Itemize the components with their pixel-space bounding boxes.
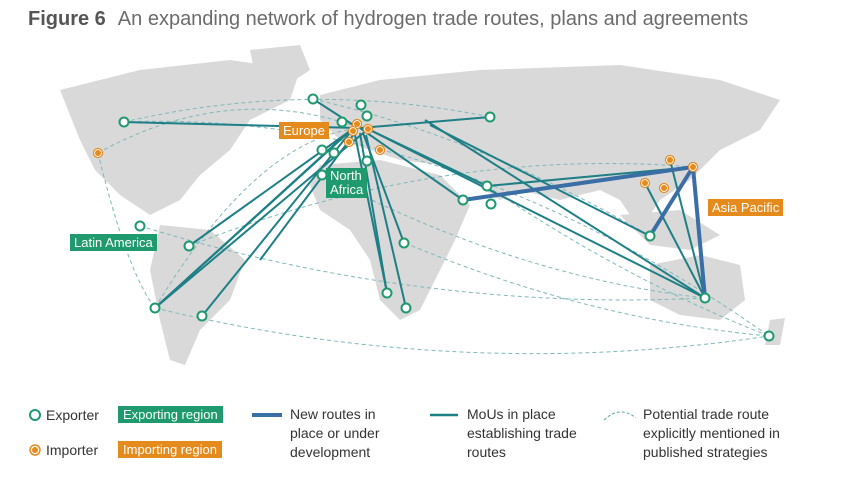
mou-route — [424, 119, 706, 299]
exporter-node — [484, 111, 496, 123]
exporter-node — [118, 116, 130, 128]
figure-title: Figure 6 An expanding network of hydrogen… — [28, 8, 748, 31]
exporter-node — [398, 237, 410, 249]
exporter-node — [307, 93, 319, 105]
exporter-node — [485, 198, 497, 210]
mou-route — [354, 134, 388, 294]
land-masses — [60, 45, 785, 365]
exporter-node — [644, 230, 656, 242]
mou-route — [359, 116, 491, 129]
exporter-node — [149, 302, 161, 314]
greenland — [250, 45, 310, 90]
importer-node-dot — [690, 164, 696, 170]
legend-importer: Importer — [46, 442, 99, 458]
mou-route — [362, 132, 405, 244]
exporter-node — [183, 240, 195, 252]
exporter-node — [481, 180, 493, 192]
exporter-node — [400, 302, 412, 314]
importer-node-dot — [365, 126, 371, 132]
mou-route — [365, 134, 407, 309]
region-label-latin-america: Latin America — [70, 234, 157, 251]
exporter-node — [336, 116, 348, 128]
exporter-node — [457, 194, 469, 206]
mou-route — [312, 98, 359, 129]
new-route — [648, 165, 695, 238]
mou-route — [669, 159, 706, 299]
exporter-node — [361, 110, 373, 122]
exporter-node — [763, 330, 775, 342]
exporter-node — [355, 99, 367, 111]
new-route — [691, 166, 707, 299]
region-label-europe: Europe — [279, 122, 329, 139]
exporter-node — [316, 144, 328, 156]
north-america — [60, 60, 300, 215]
importer-node-dot — [95, 150, 101, 156]
mou-route — [259, 129, 358, 261]
potential-route-icon — [603, 411, 637, 421]
potential-route — [404, 242, 770, 337]
legend-potential: Potential trade route explicitly mention… — [643, 406, 780, 460]
potential-route — [154, 127, 361, 309]
exporter-node — [361, 155, 373, 167]
region-label-asia-pacific: Asia Pacific — [708, 199, 784, 216]
exporter-node — [134, 220, 146, 232]
potential-route — [486, 185, 770, 337]
importer-node-dot — [642, 180, 648, 186]
mou-route — [644, 182, 706, 299]
importer-icon — [29, 444, 41, 456]
figure-caption: An expanding network of hydrogen trade r… — [117, 8, 749, 30]
mou-route — [359, 127, 464, 201]
new-route — [462, 165, 694, 202]
potential-route — [97, 108, 361, 154]
importer-node-dot — [667, 157, 673, 163]
legend-importing-region: Importing region — [118, 441, 222, 458]
exporter-node — [328, 147, 340, 159]
potential-route — [312, 98, 651, 237]
legend-exporter: Exporter — [46, 407, 99, 423]
potential-route — [123, 98, 491, 123]
region-label-north-africa: North Africa — [326, 168, 368, 198]
mou-route — [367, 128, 706, 299]
mou-route — [154, 128, 369, 309]
potential-route — [123, 120, 770, 337]
exporter-icon — [29, 409, 41, 421]
exporter-node — [196, 310, 208, 322]
exporter-node — [381, 287, 393, 299]
potential-route — [139, 225, 706, 301]
legend-mous: MoUs in place establishing trade routes — [467, 406, 577, 460]
australia — [650, 255, 745, 320]
potential-route — [321, 174, 706, 299]
mou-route — [154, 139, 341, 309]
exporter-node — [699, 292, 711, 304]
world-map — [60, 45, 785, 365]
importer-node-dot — [354, 121, 360, 127]
legend-exporting-region: Exporting region — [118, 406, 223, 423]
potential-route — [154, 307, 770, 355]
figure-number: Figure 6 — [28, 8, 106, 30]
south-america — [150, 225, 245, 365]
legend-new-routes: New routes in place or under development — [290, 406, 380, 460]
importer-node-dot — [661, 185, 667, 191]
importer-node-dot — [346, 139, 352, 145]
importer-node-dot — [377, 147, 383, 153]
importer-node-dot — [350, 128, 356, 134]
